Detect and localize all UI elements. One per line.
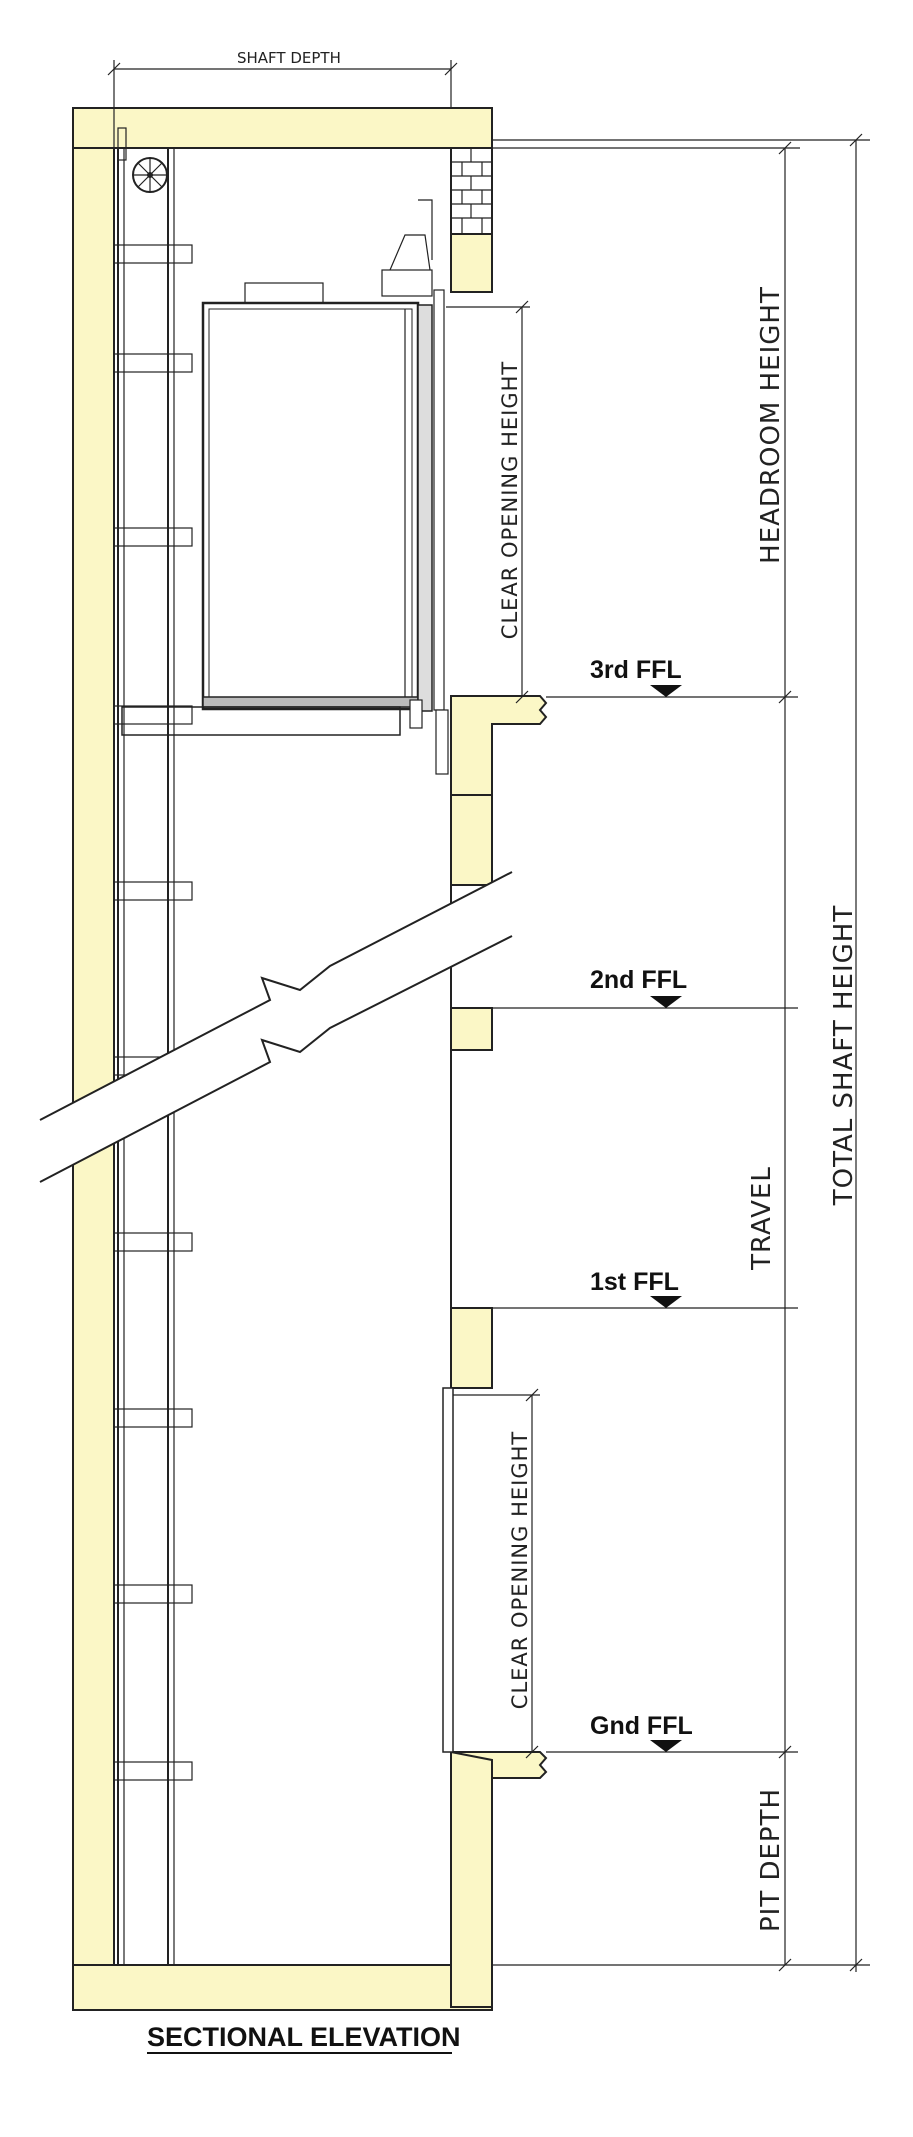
level-3rd-label: 3rd FFL [590, 656, 682, 684]
pit-depth-label: PIT DEPTH [756, 1788, 786, 1932]
clear-opening-lower-label: CLEAR OPENING HEIGHT [508, 1431, 532, 1709]
shaft-depth-label: SHAFT DEPTH [237, 49, 341, 67]
shaft-walls [72, 107, 548, 2011]
dimension-lines [107, 60, 870, 1972]
level-2nd-label: 2nd FFL [590, 966, 687, 994]
lift-car [121, 199, 449, 775]
travel-label: TRAVEL [747, 1166, 777, 1271]
headroom-height-label: HEADROOM HEIGHT [756, 286, 786, 564]
drawing-title: SECTIONAL ELEVATION [147, 2022, 461, 2052]
break-line [39, 871, 513, 1183]
clear-opening-upper-label: CLEAR OPENING HEIGHT [498, 361, 522, 639]
level-1st-label: 1st FFL [590, 1268, 679, 1296]
total-shaft-height-label: TOTAL SHAFT HEIGHT [829, 905, 859, 1206]
brick-infill [450, 147, 493, 235]
landing-door-ground [442, 1387, 454, 1753]
level-lines [492, 685, 798, 1753]
level-gnd-label: Gnd FFL [590, 1712, 693, 1740]
